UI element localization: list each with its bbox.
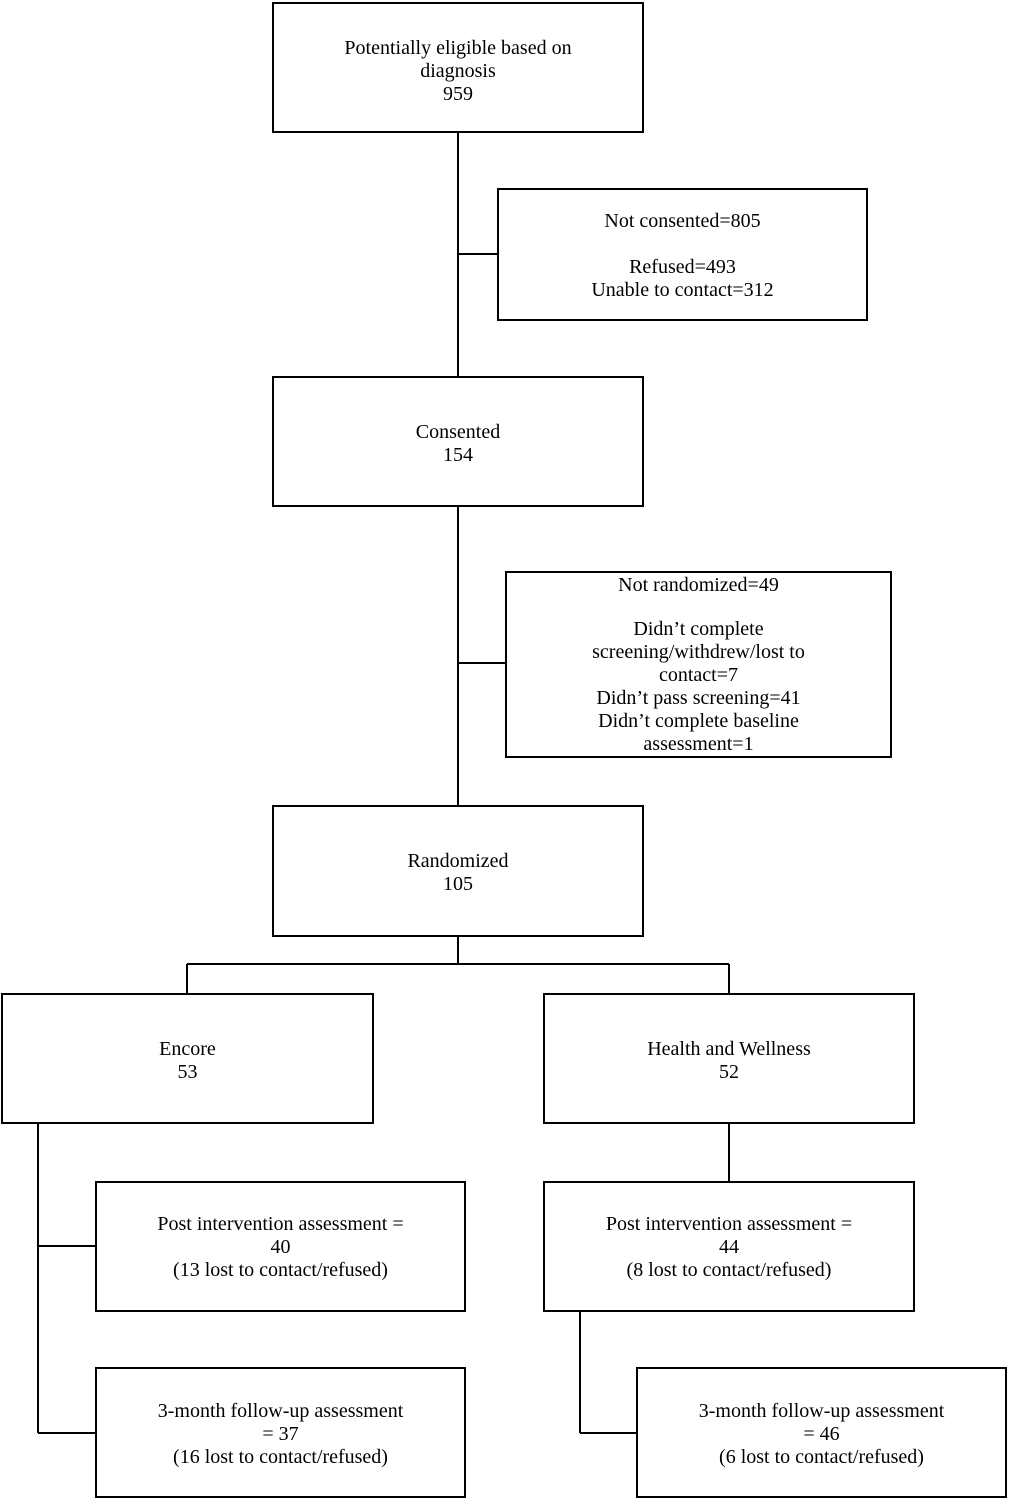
health-followup-line2: = 46 <box>803 1423 840 1445</box>
encore-followup-box: 3-month follow-up assessment = 37 (16 lo… <box>95 1367 466 1498</box>
health-post-line2: 44 <box>719 1236 739 1258</box>
eligible-label-line1: Potentially eligible based on <box>344 37 572 59</box>
not-consented-title: Not consented=805 <box>604 210 761 232</box>
reason-no-baseline-line1: Didn’t complete baseline <box>598 710 799 732</box>
encore-box: Encore 53 <box>1 993 374 1124</box>
eligible-label-line2: diagnosis <box>420 60 496 82</box>
encore-followup-line2: = 37 <box>262 1423 299 1445</box>
health-wellness-count: 52 <box>719 1061 739 1083</box>
encore-post-line2: 40 <box>270 1236 291 1258</box>
health-post-line3: (8 lost to contact/refused) <box>626 1259 832 1281</box>
encore-post-box: Post intervention assessment = 40 (13 lo… <box>95 1181 466 1312</box>
encore-followup-line1: 3-month follow-up assessment <box>157 1400 404 1422</box>
health-wellness-label: Health and Wellness <box>647 1038 811 1060</box>
not-randomized-title: Not randomized=49 <box>618 574 779 596</box>
not-consented-box: Not consented=805 Refused=493 Unable to … <box>497 188 868 321</box>
health-followup-line3: (6 lost to contact/refused) <box>719 1446 924 1468</box>
reason-failed-screening: Didn’t pass screening=41 <box>596 687 801 709</box>
consented-box: Consented 154 <box>272 376 644 507</box>
consented-count: 154 <box>443 444 473 466</box>
randomized-label: Randomized <box>407 850 509 872</box>
encore-post-line1: Post intervention assessment = <box>157 1213 404 1235</box>
health-followup-line1: 3-month follow-up assessment <box>698 1400 945 1422</box>
randomized-box: Randomized 105 <box>272 805 644 937</box>
consented-label: Consented <box>415 421 501 443</box>
unable-to-contact-count: Unable to contact=312 <box>591 279 774 301</box>
health-post-box: Post intervention assessment = 44 (8 los… <box>543 1181 915 1312</box>
encore-post-line3: (13 lost to contact/refused) <box>173 1259 388 1281</box>
reason-no-baseline-line2: assessment=1 <box>643 733 754 755</box>
health-post-line1: Post intervention assessment = <box>605 1213 853 1235</box>
reason-incomplete-screening-line2: screening/withdrew/lost to <box>592 641 805 663</box>
randomized-count: 105 <box>443 873 473 895</box>
encore-count: 53 <box>177 1061 198 1083</box>
health-followup-box: 3-month follow-up assessment = 46 (6 los… <box>636 1367 1007 1498</box>
not-randomized-box: Not randomized=49 Didn’t complete screen… <box>505 571 892 758</box>
eligible-count: 959 <box>443 83 473 105</box>
eligible-box: Potentially eligible based on diagnosis … <box>272 2 644 133</box>
refused-count: Refused=493 <box>629 256 736 278</box>
health-wellness-box: Health and Wellness 52 <box>543 993 915 1124</box>
reason-incomplete-screening-line1: Didn’t complete <box>633 618 764 640</box>
reason-incomplete-screening-line3: contact=7 <box>658 664 739 686</box>
encore-followup-line3: (16 lost to contact/refused) <box>173 1446 388 1468</box>
encore-label: Encore <box>159 1038 216 1060</box>
